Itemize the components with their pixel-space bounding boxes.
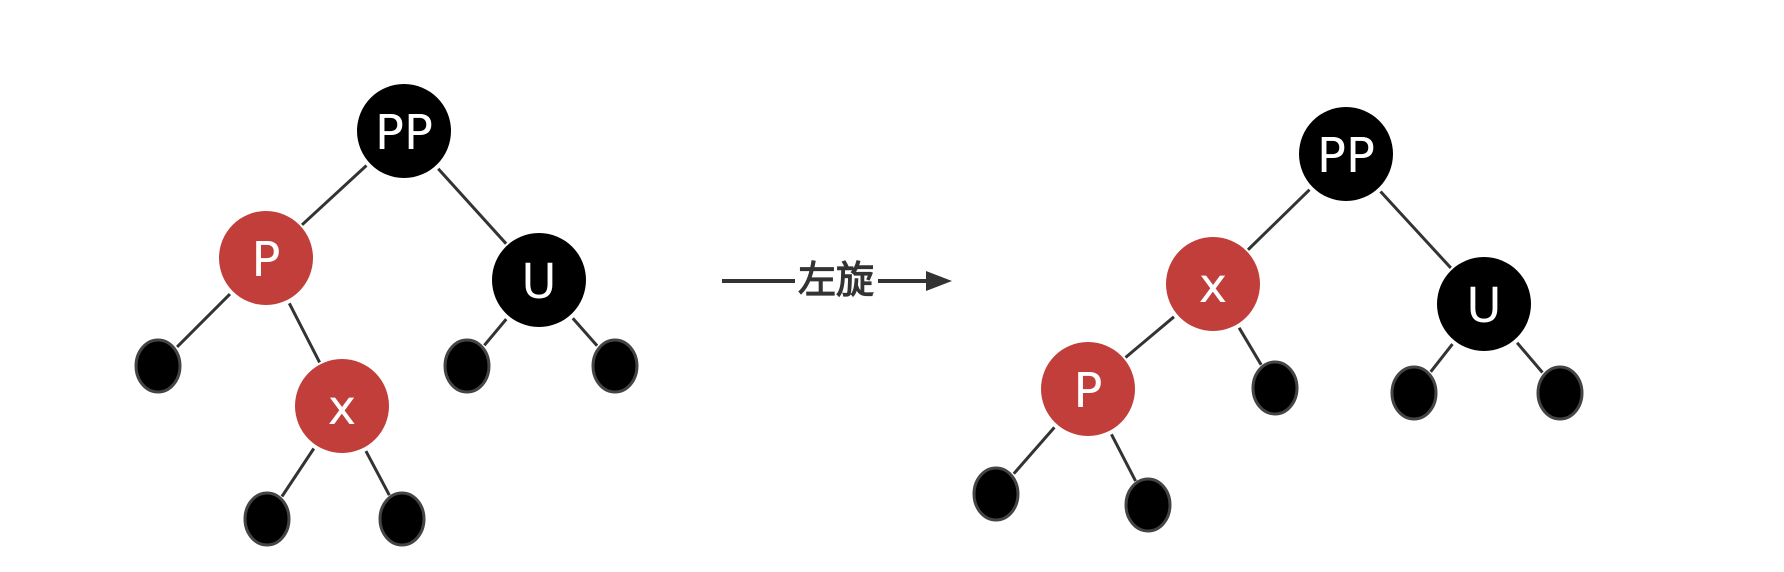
before-node-ul-nil-leaf — [443, 338, 491, 394]
after-edge-u-ul — [1429, 343, 1454, 373]
after-edge-x-p — [1124, 315, 1175, 359]
after-node-pl-nil-leaf — [972, 466, 1020, 522]
node-shape — [378, 491, 426, 547]
before-edge-u-ur — [571, 317, 599, 347]
before-node-xr-nil-leaf — [378, 491, 426, 547]
node-label: PP — [375, 105, 433, 161]
node-shape — [357, 84, 451, 178]
before-edge-pp-p — [301, 164, 368, 226]
before-node-pp: PP — [357, 84, 451, 178]
node-shape — [443, 338, 491, 394]
before-node-xl-nil-leaf — [243, 491, 291, 547]
before-node-p: P — [219, 211, 313, 305]
after-edge-p-pl — [1012, 426, 1056, 475]
node-shape — [492, 233, 586, 327]
node-label: x — [1199, 258, 1227, 314]
arrow-head-icon — [926, 271, 952, 291]
before-edge-p-pl — [176, 293, 231, 348]
node-label: U — [521, 254, 556, 310]
after-node-ul-nil-leaf — [1390, 365, 1438, 421]
before-edge-p-x — [287, 302, 321, 364]
after-node-ur-nil-leaf — [1536, 365, 1584, 421]
before-edge-pp-u — [437, 167, 508, 245]
before-edge-x-xl — [280, 447, 316, 498]
node-shape — [1124, 477, 1172, 533]
node-label: PP — [1317, 128, 1375, 184]
after-edge-pp-x — [1246, 188, 1311, 251]
after-edge-p-pr — [1110, 433, 1137, 482]
node-shape — [1299, 107, 1393, 201]
node-shape — [295, 359, 389, 453]
before-node-u: U — [492, 233, 586, 327]
rotation-label: 左旋 — [798, 258, 874, 302]
node-shape — [243, 491, 291, 547]
before-edge-u-ul — [483, 318, 508, 347]
node-shape — [1251, 360, 1299, 416]
node-shape — [1166, 237, 1260, 331]
before-node-ur-nil-leaf — [591, 338, 639, 394]
before-node-x: x — [295, 359, 389, 453]
node-shape — [1536, 365, 1584, 421]
rotation-arrow: 左旋 — [722, 258, 952, 302]
after-edge-x-xr — [1237, 327, 1263, 366]
after-node-p: P — [1041, 342, 1135, 436]
node-shape — [219, 211, 313, 305]
node-label: U — [1466, 278, 1501, 334]
node-shape — [1390, 365, 1438, 421]
after-node-pr-nil-leaf — [1124, 477, 1172, 533]
after-node-pp: PP — [1299, 107, 1393, 201]
node-shape — [1437, 257, 1531, 351]
node-shape — [134, 338, 182, 394]
node-label: P — [1074, 363, 1103, 419]
node-shape — [972, 466, 1020, 522]
after-node-xr-nil-leaf — [1251, 360, 1299, 416]
before-node-pl-nil-leaf — [134, 338, 182, 394]
node-shape — [1041, 342, 1135, 436]
node-label: x — [328, 380, 356, 436]
edges — [176, 164, 1544, 498]
before-edge-x-xr — [364, 450, 391, 496]
after-edge-pp-u — [1379, 190, 1452, 269]
node-shape — [591, 338, 639, 394]
after-node-x: x — [1166, 237, 1260, 331]
node-label: P — [252, 232, 281, 288]
after-node-u: U — [1437, 257, 1531, 351]
after-edge-u-ur — [1515, 341, 1544, 374]
